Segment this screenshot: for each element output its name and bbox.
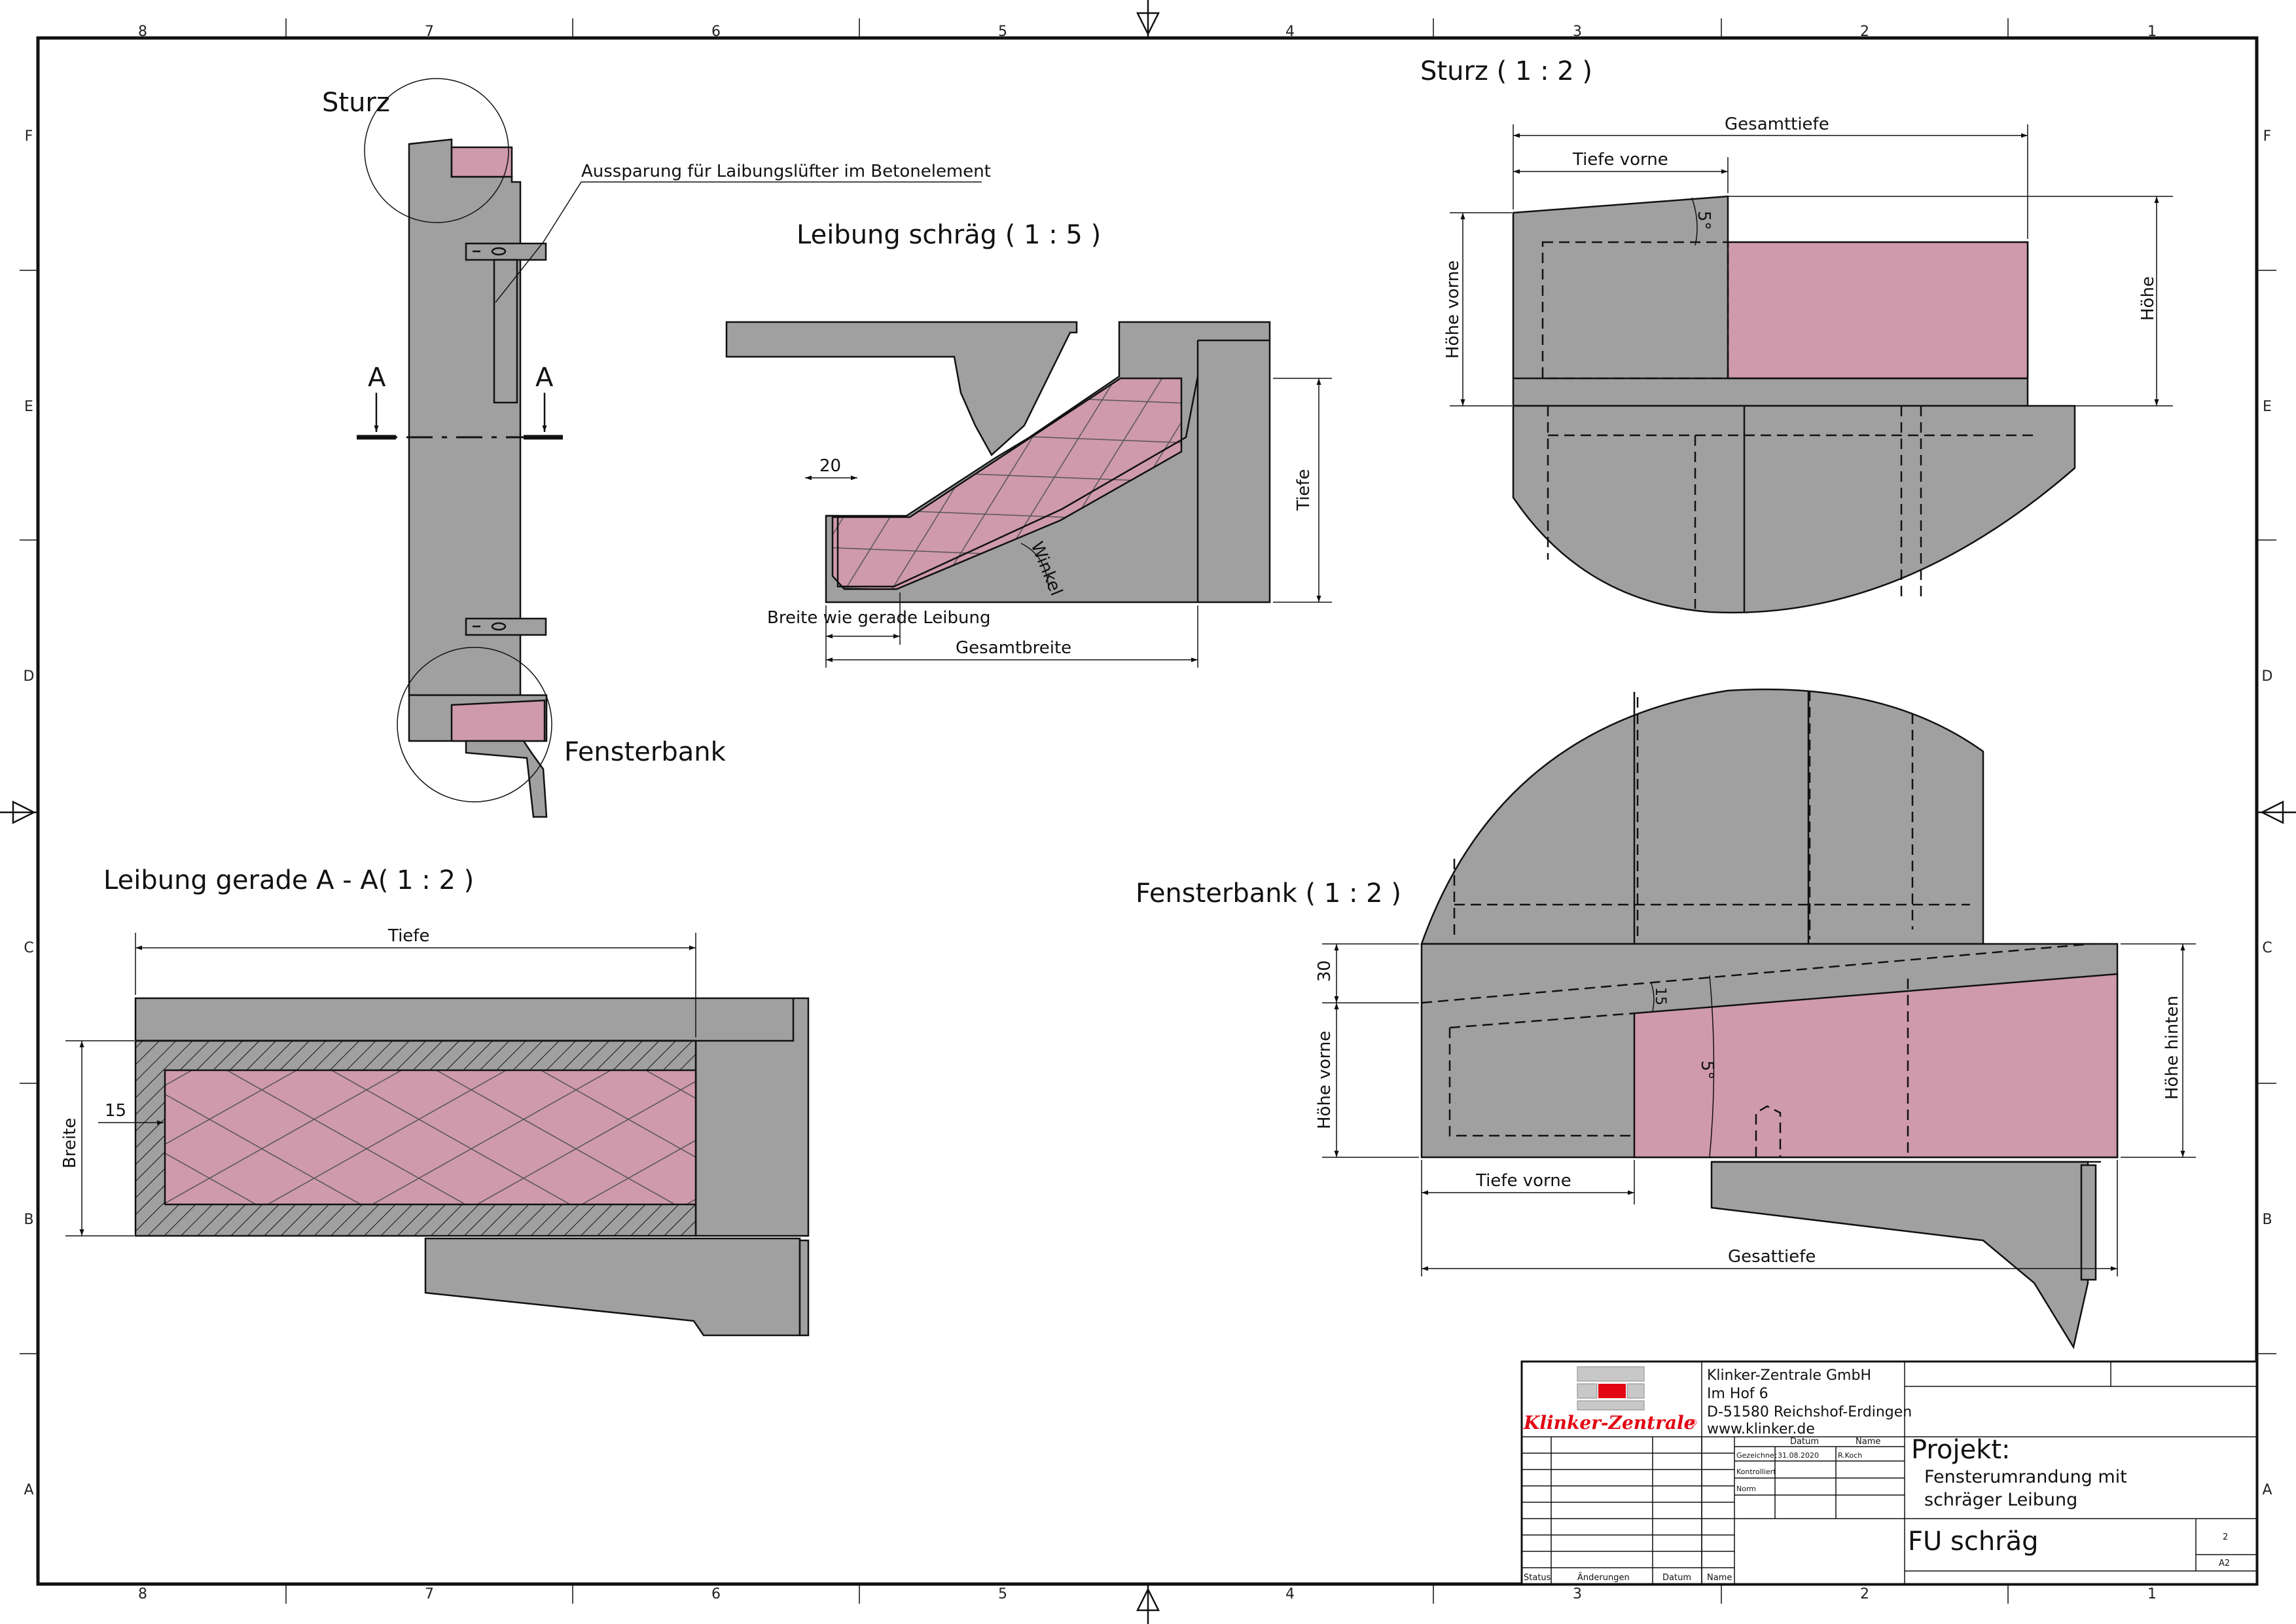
dim-5deg-fb: 5°: [1697, 1060, 1717, 1080]
section-mark-left: A: [368, 363, 386, 393]
row-label-left: A: [24, 1482, 33, 1498]
sturz-view: Sturz ( 1 : 2 ) Gesamttiefe Tiefe vorne …: [1420, 56, 2173, 614]
row-label-left: F: [25, 128, 33, 145]
col-aenderungen: Änderungen: [1577, 1572, 1630, 1583]
fensterbank-detail-label: Fensterbank: [564, 737, 726, 767]
col-label-bottom: 5: [998, 1586, 1007, 1602]
dim-hoehe-vorne-fb: Höhe vorne: [1315, 1031, 1335, 1129]
dim-breite-wie: Breite wie gerade Leibung: [767, 608, 990, 628]
col-label-bottom: 8: [138, 1586, 147, 1602]
sturz-title: Sturz ( 1 : 2 ): [1420, 56, 1592, 86]
col-label-top: 1: [2147, 24, 2157, 40]
company-city: D-51580 Reichshof-Erdingen: [1707, 1404, 1912, 1420]
dim-hoehe-hinten: Höhe hinten: [2162, 996, 2182, 1100]
row-norm: Norm: [1736, 1485, 1756, 1493]
row-label-left: C: [24, 940, 33, 956]
row-gezeichnet: Gezeichnet: [1736, 1451, 1778, 1460]
dim-gesamtbreite: Gesamtbreite: [956, 638, 1071, 658]
col-label-bottom: 7: [425, 1586, 434, 1602]
col-label-top: 3: [1573, 24, 1582, 40]
sturz-detail-circle: [364, 78, 509, 223]
klinker-zentrale-logo: Klinker-Zentrale ®: [1523, 1366, 1698, 1434]
col-label-top: 8: [138, 24, 147, 40]
fensterbank-title: Fensterbank ( 1 : 2 ): [1136, 878, 1401, 909]
col-label-bottom: 2: [1860, 1586, 1869, 1602]
logo-text: Klinker-Zentrale: [1523, 1412, 1695, 1434]
row-label-right: C: [2262, 940, 2272, 956]
dim-breite-gerade: Breite: [60, 1118, 80, 1168]
dim-tiefe-gerade: Tiefe: [387, 926, 429, 946]
dim-tiefe-vorne-sturz: Tiefe vorne: [1572, 150, 1668, 170]
row-label-left: B: [24, 1212, 33, 1228]
leibung-gerade-view: Leibung gerade A - A( 1 : 2 ) Tiefe Brei…: [60, 865, 810, 1337]
section-mark-right: A: [535, 363, 554, 393]
logo-registered-mark: ®: [1689, 1418, 1698, 1428]
dim-hoehe-sturz: Höhe: [2138, 276, 2158, 321]
projekt-label: Projekt:: [1911, 1435, 2011, 1465]
company-website: www.klinker.de: [1707, 1421, 1815, 1437]
dim-5deg-sturz: 5°: [1694, 211, 1713, 230]
col-label-top: 4: [1285, 24, 1295, 40]
dim-15-fb: 15: [1652, 987, 1668, 1005]
leibung-gerade-title: Leibung gerade A - A( 1 : 2 ): [103, 865, 474, 895]
col-datum: Datum: [1790, 1437, 1819, 1447]
dim-gesamttiefe: Gesamttiefe: [1725, 115, 1829, 134]
row-label-right: B: [2262, 1212, 2272, 1228]
dim-30: 30: [1315, 960, 1335, 982]
sheet-number: 2: [2223, 1532, 2228, 1542]
aussparung-note: Aussparung für Laibungslüfter im Betonel…: [581, 162, 991, 181]
col-name-rev: Name: [1707, 1573, 1732, 1583]
title-block: Klinker-Zentrale ® Klinker-Zentrale GmbH…: [1520, 1360, 2258, 1585]
row-label-left: D: [24, 668, 35, 685]
col-label-top: 6: [711, 24, 721, 40]
projekt-line-2: schräger Leibung: [1924, 1490, 2077, 1510]
col-label-bottom: 3: [1573, 1586, 1582, 1602]
row-label-right: A: [2262, 1482, 2272, 1498]
dim-15-gerade: 15: [105, 1101, 126, 1121]
col-label-bottom: 6: [711, 1586, 721, 1602]
leibung-schraeg-title: Leibung schräg ( 1 : 5 ): [797, 220, 1101, 250]
elevation-view: Sturz Fensterbank A A Aussparung für Lai…: [322, 78, 991, 818]
dim-gesattiefe: Gesattiefe: [1728, 1247, 1816, 1267]
col-label-top: 7: [425, 24, 434, 40]
col-name: Name: [1856, 1437, 1880, 1447]
dim-tiefe-schraeg: Tiefe: [1294, 469, 1314, 511]
col-label-top: 5: [998, 24, 1007, 40]
drawing-name: FU schräg: [1908, 1526, 2039, 1557]
sturz-detail-label: Sturz: [322, 88, 390, 118]
sheet-format: A2: [2219, 1559, 2230, 1568]
col-status: Status: [1524, 1573, 1551, 1583]
leibung-schraeg-view: Leibung schräg ( 1 : 5 ) 20 Tiefe Winkel…: [725, 220, 1332, 668]
col-label-bottom: 1: [2147, 1586, 2157, 1602]
gezeichnet-date: 31.08.2020: [1778, 1451, 1819, 1460]
col-datum-rev: Datum: [1662, 1573, 1691, 1583]
company-street: Im Hof 6: [1707, 1386, 1768, 1402]
col-label-top: 2: [1860, 24, 1869, 40]
row-kontrolliert: Kontrolliert: [1736, 1468, 1776, 1476]
fensterbank-detail-circle: [397, 647, 552, 803]
row-label-right: E: [2263, 399, 2272, 415]
projekt-line-1: Fensterumrandung mit: [1924, 1467, 2127, 1487]
row-label-right: F: [2263, 128, 2272, 145]
gezeichnet-name: R.Koch: [1838, 1451, 1862, 1460]
dim-hoehe-vorne-sturz: Höhe vorne: [1443, 261, 1463, 359]
row-label-left: E: [24, 399, 33, 415]
fensterbank-view: Fensterbank ( 1 : 2 ) 30 Höhe vorne 15 5…: [1136, 688, 2196, 1350]
row-label-right: D: [2262, 668, 2273, 685]
col-label-bottom: 4: [1285, 1586, 1295, 1602]
dim-20: 20: [819, 456, 841, 476]
dim-tiefe-vorne-fb: Tiefe vorne: [1475, 1171, 1571, 1191]
company-name: Klinker-Zentrale GmbH: [1707, 1367, 1871, 1384]
